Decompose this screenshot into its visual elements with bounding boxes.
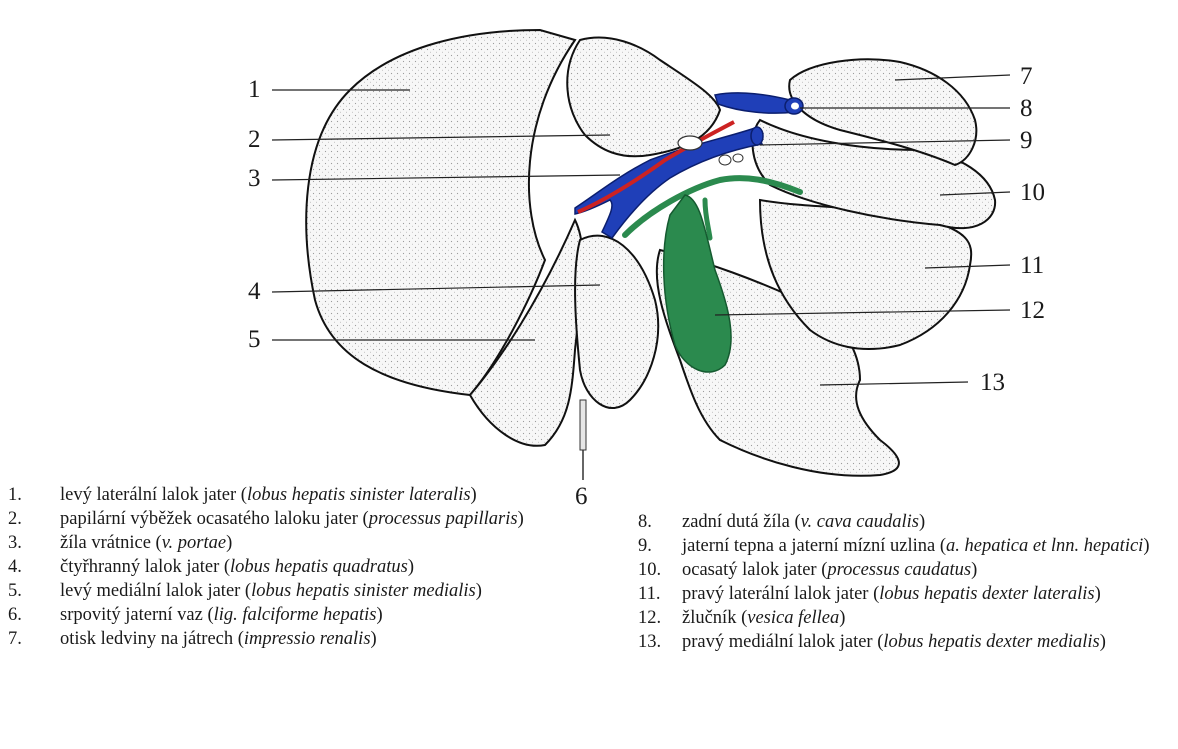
legend-item-6: 6.srpovitý jaterní vaz (lig. falciforme … xyxy=(8,603,618,627)
callout-3: 3 xyxy=(248,166,261,191)
legend-latin: processus caudatus xyxy=(827,560,971,580)
legend-latin: lobus hepatis sinister medialis xyxy=(251,581,476,601)
callout-13: 13 xyxy=(980,370,1005,395)
quadrate-lobe xyxy=(575,236,658,408)
legend-close: ) xyxy=(919,512,925,532)
legend-item-1: 1.levý laterální lalok jater (lobus hepa… xyxy=(8,483,618,507)
legend-close: ) xyxy=(518,509,524,529)
legend-close: ) xyxy=(226,533,232,553)
legend-number: 11. xyxy=(638,582,682,606)
legend-close: ) xyxy=(471,485,477,505)
legend-latin: v. cava caudalis xyxy=(801,512,919,532)
legend-text: levý mediální lalok jater ( xyxy=(60,581,251,601)
legend-number: 12. xyxy=(638,606,682,630)
legend-number: 4. xyxy=(8,555,60,579)
legend-item-10: 10.ocasatý lalok jater (processus caudat… xyxy=(638,558,1178,582)
legend-latin: a. hepatica et lnn. hepatici xyxy=(946,536,1143,556)
legend-text: pravý mediální lalok jater ( xyxy=(682,632,883,652)
legend-close: ) xyxy=(971,560,977,580)
legend-item-3: 3.žíla vrátnice (v. portae) xyxy=(8,531,618,555)
legend-left-column: 1.levý laterální lalok jater (lobus hepa… xyxy=(8,483,618,651)
legend-number: 9. xyxy=(638,534,682,558)
legend-latin: lobus hepatis quadratus xyxy=(230,557,408,577)
legend-text: ocasatý lalok jater ( xyxy=(682,560,827,580)
legend-item-13: 13.pravý mediální lalok jater (lobus hep… xyxy=(638,630,1178,654)
callout-2: 2 xyxy=(248,127,261,152)
legend-text: papilární výběžek ocasatého laloku jater… xyxy=(60,509,369,529)
legend-number: 5. xyxy=(8,579,60,603)
legend-latin: processus papillaris xyxy=(369,509,518,529)
callout-12: 12 xyxy=(1020,298,1045,323)
liver-illustration xyxy=(0,0,1178,500)
legend-number: 13. xyxy=(638,630,682,654)
legend-latin: v. portae xyxy=(162,533,226,553)
hepatic-lymph-node xyxy=(678,136,702,150)
legend-number: 1. xyxy=(8,483,60,507)
hepatic-lymph-node-2 xyxy=(719,155,731,165)
legend-text: pravý laterální lalok jater ( xyxy=(682,584,879,604)
legend-item-11: 11.pravý laterální lalok jater (lobus he… xyxy=(638,582,1178,606)
legend-item-7: 7.otisk ledviny na játrech (impressio re… xyxy=(8,627,618,651)
legend-item-5: 5.levý mediální lalok jater (lobus hepat… xyxy=(8,579,618,603)
legend-number: 7. xyxy=(8,627,60,651)
callout-9: 9 xyxy=(1020,128,1033,153)
legend-number: 3. xyxy=(8,531,60,555)
callout-7: 7 xyxy=(1020,64,1033,89)
legend-text: zadní dutá žíla ( xyxy=(682,512,801,532)
callout-4: 4 xyxy=(248,279,261,304)
legend-latin: lobus hepatis dexter lateralis xyxy=(879,584,1094,604)
legend-latin: lig. falciforme hepatis xyxy=(214,605,377,625)
legend-item-12: 12.žlučník (vesica fellea) xyxy=(638,606,1178,630)
legend-number: 8. xyxy=(638,510,682,534)
legend-latin: impressio renalis xyxy=(244,629,371,649)
legend-text: levý laterální lalok jater ( xyxy=(60,485,247,505)
legend-item-2: 2.papilární výběžek ocasatého laloku jat… xyxy=(8,507,618,531)
legend-item-8: 8.zadní dutá žíla (v. cava caudalis) xyxy=(638,510,1178,534)
legend-text: jaterní tepna a jaterní mízní uzlina ( xyxy=(682,536,946,556)
callout-1: 1 xyxy=(248,77,261,102)
legend-text: čtyřhranný lalok jater ( xyxy=(60,557,230,577)
legend-number: 6. xyxy=(8,603,60,627)
caudal-vena-cava-opening xyxy=(791,103,799,110)
legend-item-4: 4.čtyřhranný lalok jater (lobus hepatis … xyxy=(8,555,618,579)
legend-right-column: 8.zadní dutá žíla (v. cava caudalis) 9.j… xyxy=(638,510,1178,654)
legend-close: ) xyxy=(408,557,414,577)
falciform-ligament xyxy=(580,400,586,450)
legend-text: žlučník ( xyxy=(682,608,747,628)
legend-item-9: 9.jaterní tepna a jaterní mízní uzlina (… xyxy=(638,534,1178,558)
legend-text: žíla vrátnice ( xyxy=(60,533,162,553)
hepatic-lymph-node-3 xyxy=(733,154,743,162)
legend-text: srpovitý jaterní vaz ( xyxy=(60,605,214,625)
legend-close: ) xyxy=(1100,632,1106,652)
legend-close: ) xyxy=(377,605,383,625)
callout-8: 8 xyxy=(1020,96,1033,121)
legend-number: 10. xyxy=(638,558,682,582)
caudal-vena-cava xyxy=(715,93,795,113)
callout-11: 11 xyxy=(1020,253,1044,278)
callout-5: 5 xyxy=(248,327,261,352)
legend-close: ) xyxy=(476,581,482,601)
legend-text: otisk ledviny na játrech ( xyxy=(60,629,244,649)
callout-10: 10 xyxy=(1020,180,1045,205)
legend-latin: lobus hepatis dexter medialis xyxy=(883,632,1099,652)
legend-close: ) xyxy=(1095,584,1101,604)
legend-close: ) xyxy=(1143,536,1149,556)
portal-vein-lumen xyxy=(751,127,763,145)
legend-close: ) xyxy=(839,608,845,628)
legend-number: 2. xyxy=(8,507,60,531)
legend-latin: lobus hepatis sinister lateralis xyxy=(247,485,471,505)
legend-close: ) xyxy=(371,629,377,649)
legend-latin: vesica fellea xyxy=(747,608,839,628)
